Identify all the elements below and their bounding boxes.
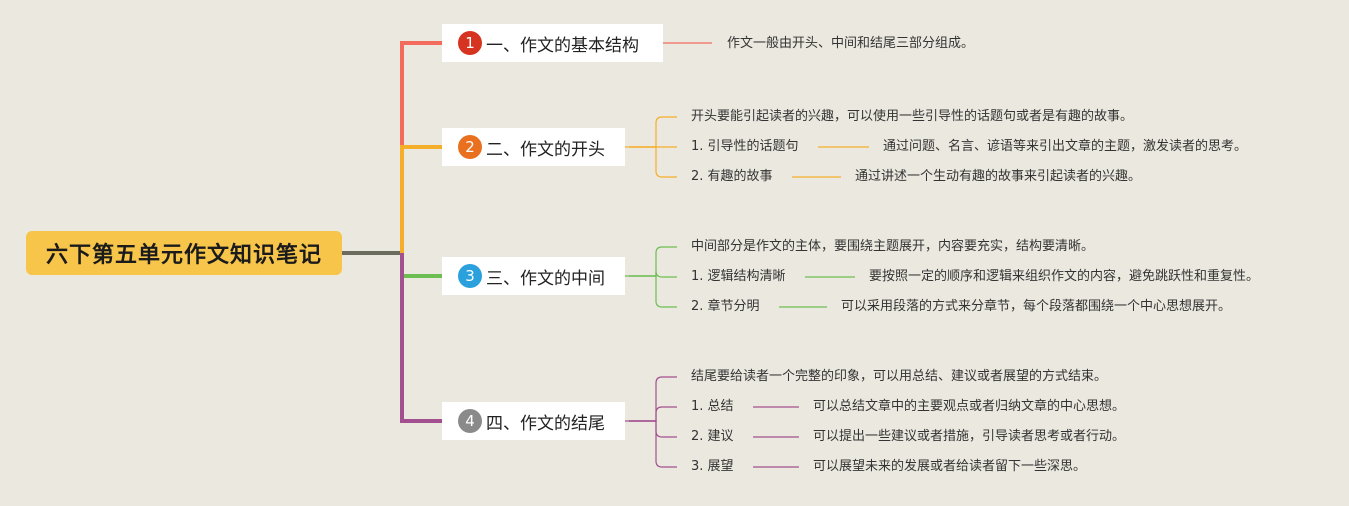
- leaf-text[interactable]: 2. 章节分明: [691, 299, 760, 314]
- detail-text[interactable]: 可以展望未来的发展或者给读者留下一些深思。: [813, 459, 1087, 474]
- leaf-text[interactable]: 结尾要给读者一个完整的印象，可以用总结、建议或者展望的方式结束。: [691, 369, 1108, 384]
- leaf-connector-3: [629, 420, 677, 468]
- leaf-text[interactable]: 作文一般由开头、中间和结尾三部分组成。: [727, 36, 975, 51]
- branch-label: 三、作文的中间: [486, 268, 605, 289]
- central-topic[interactable]: 六下第五单元作文知识笔记: [26, 231, 342, 275]
- detail-text[interactable]: 可以总结文章中的主要观点或者归纳文章的中心思想。: [813, 399, 1126, 414]
- leaf-connector-0: [629, 246, 677, 277]
- detail-text[interactable]: 可以采用段落的方式来分章节，每个段落都围绕一个中心思想展开。: [841, 299, 1232, 314]
- detail-text[interactable]: 可以提出一些建议或者措施，引导读者思考或者行动。: [813, 429, 1126, 444]
- leaf-text[interactable]: 中间部分是作文的主体，要围绕主题展开，内容要充实，结构要清晰。: [691, 239, 1095, 254]
- number-badge: 3: [458, 264, 482, 288]
- number-badge: 2: [458, 135, 482, 159]
- leaf-connector-2: [629, 275, 677, 308]
- leaf-connector-1: [629, 406, 677, 422]
- leaf-text[interactable]: 1. 总结: [691, 399, 734, 414]
- branch-connector-3: [400, 253, 442, 278]
- leaf-text[interactable]: 2. 建议: [691, 429, 734, 444]
- leaf-text[interactable]: 开头要能引起读者的兴趣，可以使用一些引导性的话题句或者是有趣的故事。: [691, 109, 1134, 124]
- leaf-text[interactable]: 3. 展望: [691, 459, 734, 474]
- branch-label: 一、作文的基本结构: [486, 35, 639, 56]
- number-badge: 1: [458, 31, 482, 55]
- leaf-connector-0: [629, 376, 677, 422]
- leaf-text[interactable]: 2. 有趣的故事: [691, 169, 773, 184]
- branch-connector-4: [400, 253, 442, 423]
- leaf-text[interactable]: 1. 引导性的话题句: [691, 139, 799, 154]
- detail-text[interactable]: 通过问题、名言、谚语等来引出文章的主题，激发读者的思考。: [883, 139, 1248, 154]
- detail-text[interactable]: 要按照一定的顺序和逻辑来组织作文的内容，避免跳跃性和重复性。: [869, 269, 1260, 284]
- leaf-connector-0: [629, 116, 677, 148]
- leaf-connector-2: [629, 420, 677, 438]
- branch-connector-2: [400, 145, 442, 253]
- detail-text[interactable]: 通过讲述一个生动有趣的故事来引起读者的兴趣。: [855, 169, 1142, 184]
- number-badge: 4: [458, 409, 482, 433]
- branch-label: 四、作文的结尾: [486, 413, 605, 434]
- leaf-connector-1: [629, 270, 677, 278]
- leaf-text[interactable]: 1. 逻辑结构清晰: [691, 269, 786, 284]
- leaf-connector-2: [629, 146, 677, 178]
- branch-label: 二、作文的开头: [486, 139, 605, 160]
